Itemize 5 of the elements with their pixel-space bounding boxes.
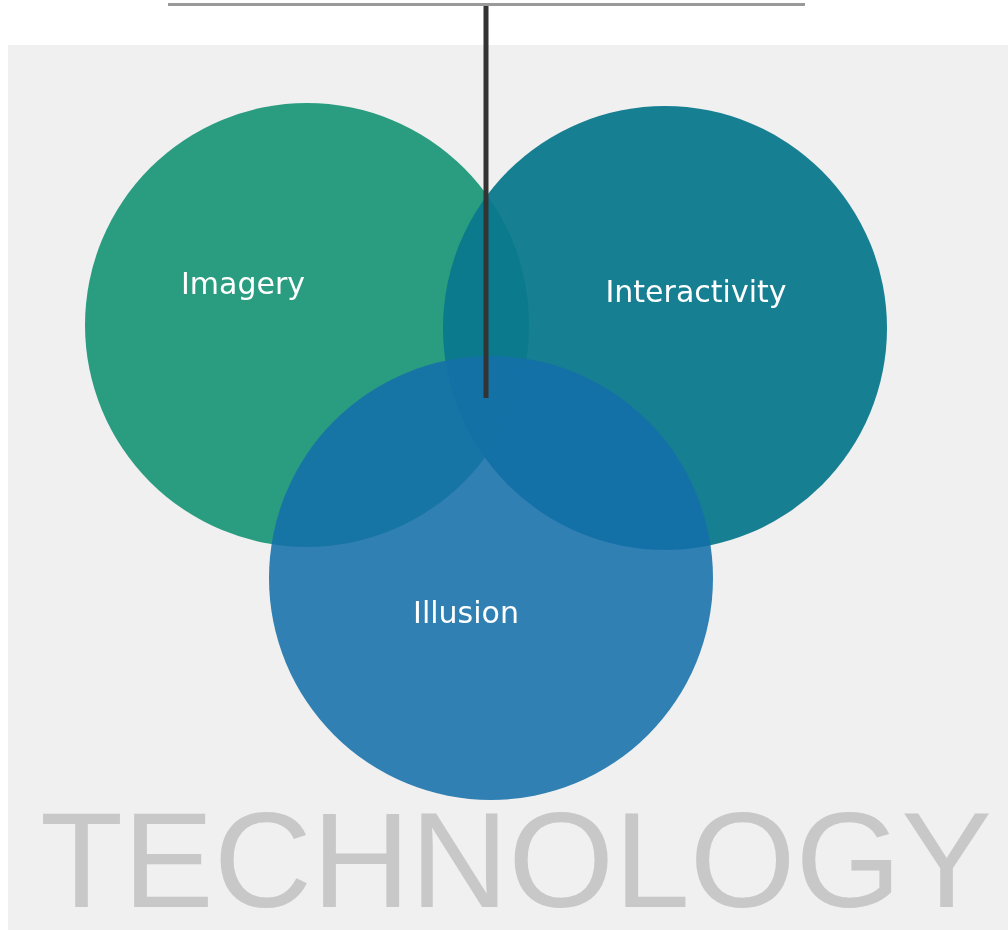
- circle-label: Illusion: [413, 594, 519, 630]
- rule-bar: [168, 3, 805, 6]
- circle-label: Interactivity: [605, 273, 787, 309]
- circle-label: Imagery: [181, 265, 305, 301]
- leader-line: [483, 6, 489, 398]
